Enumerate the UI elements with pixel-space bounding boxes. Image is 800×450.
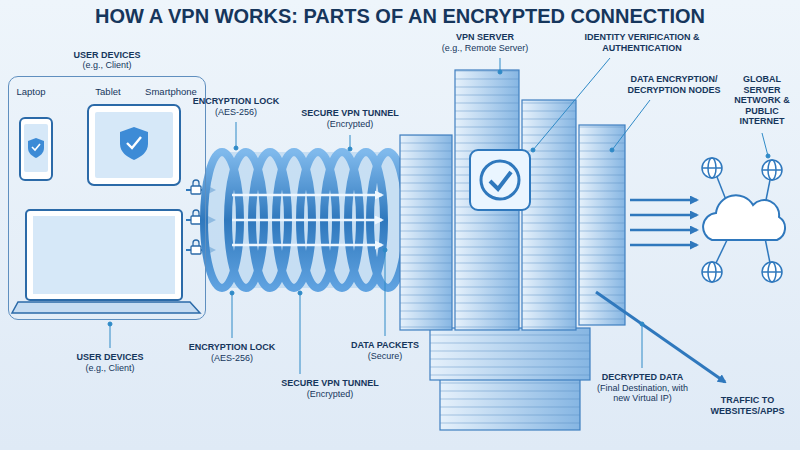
part-label: SECURE VPN TUNNEL (Encrypted) [290,108,410,129]
label-detail: (Secure) [340,351,430,362]
vpn-server-building [400,70,625,430]
label-detail: (Encrypted) [290,119,410,130]
part-label: ENCRYPTION LOCK (AES-256) [188,96,284,117]
label-heading: SECURE VPN TUNNEL [281,378,379,388]
global-network [702,158,785,282]
label-detail: (AES-256) [184,353,280,364]
label-detail: (AES-256) [188,107,284,118]
laptop-icon [12,210,200,313]
label-heading: VPN SERVER [456,32,514,42]
part-label: Laptop [8,86,54,97]
part-label: ENCRYPTION LOCK (AES-256) [184,342,280,363]
label-heading: SECURE VPN TUNNEL [301,108,399,118]
part-label: VPN SERVER (e.g., Remote Server) [420,32,550,53]
label-detail: (e.g., Remote Server) [420,43,550,54]
part-label: GLOBAL SERVER NETWORK & PUBLIC INTERNET [730,74,794,127]
device-panel: USER DEVICES (e.g., Client) [8,76,206,320]
vpn-tunnel [204,152,406,288]
part-label: Smartphone [140,86,202,97]
label-detail: (e.g., Client) [50,363,170,374]
tablet-icon [88,105,180,185]
smartphone-icon [20,118,52,180]
label-detail: (Encrypted) [270,389,390,400]
part-label: USER DEVICES (e.g., Client) [50,352,170,373]
label-detail: (Final Destination, with new Virtual IP) [590,383,695,404]
part-label: DECRYPTED DATA (Final Destination, with … [590,372,695,404]
part-label: DATA PACKETS (Secure) [340,340,430,361]
leader-lines [108,58,770,374]
part-label: TRAFFIC TO WEBSITES/APPS [700,395,795,416]
part-label: SECURE VPN TUNNEL (Encrypted) [270,378,390,399]
label-heading: USER DEVICES [76,352,143,362]
part-label: IDENTITY VERIFICATION & AUTHENTICATION [572,32,712,53]
diagram-title: HOW A VPN WORKS: PARTS OF AN ENCRYPTED C… [0,4,800,28]
label-heading: ENCRYPTION LOCK [193,96,280,106]
lock-icons [191,180,201,254]
label-heading: DATA PACKETS [351,340,419,350]
label-heading: USER DEVICES [73,50,140,60]
part-label: Tablet [86,86,130,97]
label-heading: DECRYPTED DATA [602,372,683,382]
part-label: DATA ENCRYPTION/ DECRYPTION NODES [622,74,726,95]
label-detail: (e.g., Client) [9,60,205,71]
panel-heading: USER DEVICES (e.g., Client) [9,50,205,71]
label-heading: ENCRYPTION LOCK [189,342,276,352]
